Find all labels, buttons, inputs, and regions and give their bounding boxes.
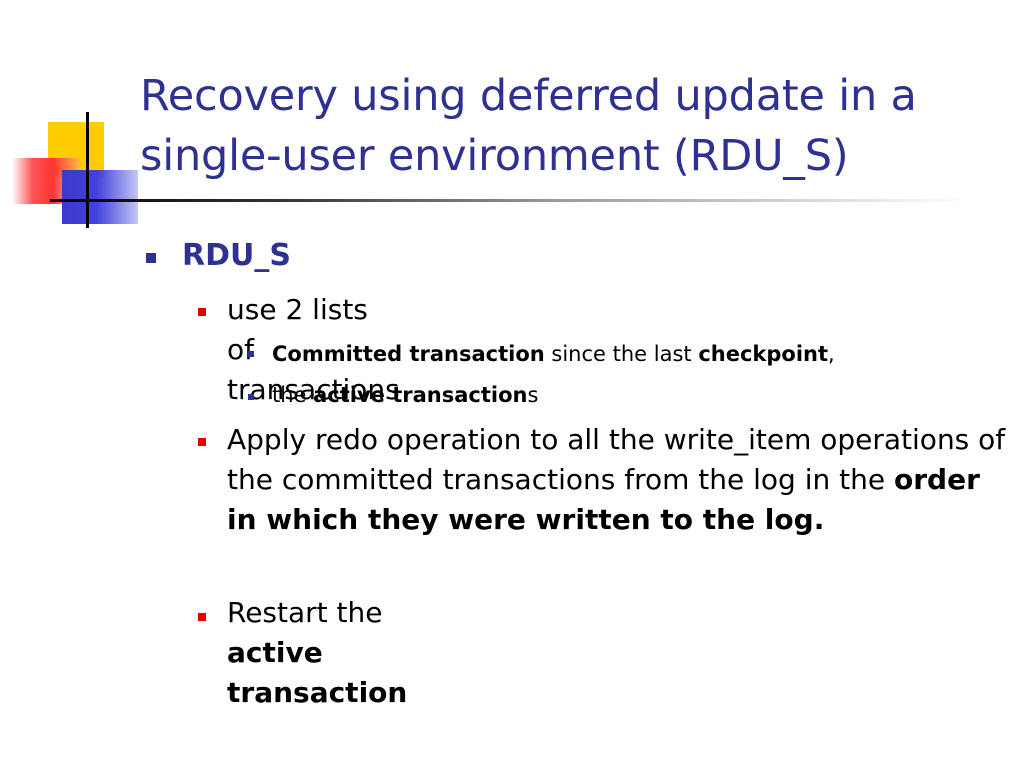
committed-mid-text: since the last <box>544 342 699 366</box>
restart-active-bold: active transaction <box>227 636 408 709</box>
order-written-bold: order in which they were written to the … <box>227 463 980 536</box>
blue-square-decoration <box>62 170 138 224</box>
level2-bullet <box>198 438 206 446</box>
level2-bullet <box>198 613 206 621</box>
checkpoint-bold: checkpoint <box>698 342 829 366</box>
active-transaction-bold: active transaction <box>313 383 528 407</box>
level1-item-rdu-s: RDU_S <box>182 238 291 273</box>
level3-item-committed: Committed transaction since the last che… <box>272 340 992 368</box>
title-underline <box>50 199 970 202</box>
apply-pre-text: Apply redo operation to all the write_it… <box>227 423 1006 496</box>
slide-title: Recovery using deferred update in a sing… <box>140 71 917 181</box>
level2-bullet <box>198 308 206 316</box>
vertical-line-decoration <box>86 112 89 228</box>
level3-bullet <box>248 394 254 400</box>
committed-tail-text: , <box>828 342 835 366</box>
active-pre-text: the <box>272 383 314 407</box>
level2-item-restart: Restart the active transaction <box>227 593 407 713</box>
logo-decoration <box>0 0 140 240</box>
restart-pre-text: Restart the <box>227 596 383 629</box>
level3-item-active: the active transactions <box>272 381 992 409</box>
level3-bullet <box>248 351 254 357</box>
committed-transaction-bold: Committed transaction <box>272 342 545 366</box>
level2-item-lists: use 2 lists of transactions <box>227 293 400 406</box>
level2-item-apply-redo: Apply redo operation to all the write_it… <box>227 420 1007 540</box>
active-tail-text: s <box>527 383 539 407</box>
level1-bullet <box>146 253 156 263</box>
